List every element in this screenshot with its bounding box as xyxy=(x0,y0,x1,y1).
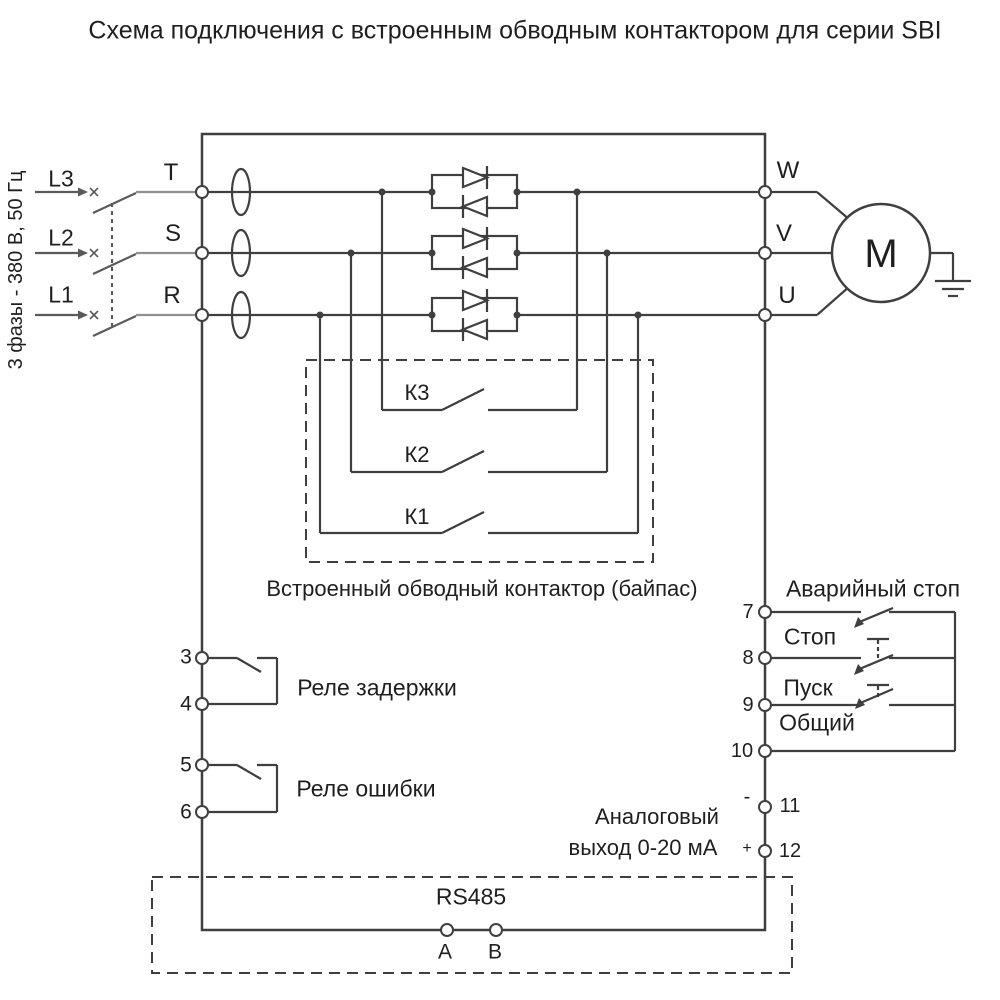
phase-line-label-l1: L1 xyxy=(48,281,74,308)
terminal-number-4: 4 xyxy=(180,692,192,716)
bypass-contact-k1 xyxy=(318,315,640,535)
bypass-contactor-box xyxy=(305,359,654,563)
supply-system-label: 3 фазы - 380 В, 50 Гц xyxy=(5,170,27,370)
emergency-stop-label: Аварийный стоп xyxy=(785,575,961,602)
analog-output-label-line2: выход 0-20 мА xyxy=(568,835,718,860)
common-label: Общий xyxy=(779,709,855,736)
thyristor-module-r xyxy=(430,289,519,341)
current-transformer-icon xyxy=(230,228,252,278)
fault-relay-label: Реле ошибки xyxy=(296,775,436,802)
terminal-number-12: 12 xyxy=(778,840,802,862)
control-input-wiring xyxy=(771,606,957,753)
input-terminal-s: S xyxy=(164,220,182,247)
bypass-contact-k3 xyxy=(380,192,579,412)
soft-starter-enclosure xyxy=(200,132,767,932)
analog-negative-sign: - xyxy=(743,786,751,808)
input-terminal-t: T xyxy=(163,159,179,186)
input-terminal-r: R xyxy=(163,282,181,309)
terminal-number-8: 8 xyxy=(742,647,754,669)
bypass-contact-label-k3: К3 xyxy=(404,380,430,405)
current-transformer-icon xyxy=(230,290,252,340)
delay-relay-contact xyxy=(208,656,279,706)
terminal-number-10: 10 xyxy=(730,740,754,762)
analog-positive-sign: + xyxy=(742,840,752,857)
thyristor-module-t xyxy=(430,166,519,218)
output-terminal-w: W xyxy=(776,157,800,184)
rs485-terminal-a: A xyxy=(437,940,453,964)
bypass-contact-label-k1: К1 xyxy=(404,504,430,529)
motor-label: M xyxy=(864,232,898,276)
terminal-number-7: 7 xyxy=(742,601,754,623)
rs485-terminal-b: B xyxy=(487,940,503,964)
ground-icon xyxy=(930,251,971,298)
phase-lines xyxy=(208,167,759,340)
start-label: Пуск xyxy=(783,674,833,701)
terminal-number-5: 5 xyxy=(180,753,192,777)
supply-feed-switch xyxy=(35,187,196,337)
analog-output-label-line1: Аналоговый xyxy=(595,804,719,829)
current-transformer-icon xyxy=(230,167,252,217)
phase-line-label-l2: L2 xyxy=(48,224,74,251)
output-terminal-u: U xyxy=(778,282,796,309)
thyristor-module-s xyxy=(430,227,519,279)
terminal-number-9: 9 xyxy=(742,694,754,716)
fault-relay-contact xyxy=(208,763,279,814)
terminal-circles xyxy=(195,185,772,937)
phase-line-label-l3: L3 xyxy=(48,165,74,192)
terminal-number-6: 6 xyxy=(180,800,192,824)
rs485-box xyxy=(151,876,793,974)
diagram-title: Схема подключения с встроенным обводным … xyxy=(88,16,942,45)
junction-dots xyxy=(316,188,642,319)
delay-relay-label: Реле задержки xyxy=(297,674,457,701)
stop-label: Стоп xyxy=(783,623,837,650)
bypass-contact-k2 xyxy=(349,253,609,474)
terminal-number-11: 11 xyxy=(779,795,801,817)
bypass-contact-label-k2: К2 xyxy=(404,442,430,467)
terminal-number-3: 3 xyxy=(180,645,192,669)
output-terminal-v: V xyxy=(775,220,793,247)
bypass-caption: Встроенный обводный контактор (байпас) xyxy=(266,576,698,601)
rs485-label: RS485 xyxy=(435,883,507,910)
motor-wiring xyxy=(771,190,971,317)
